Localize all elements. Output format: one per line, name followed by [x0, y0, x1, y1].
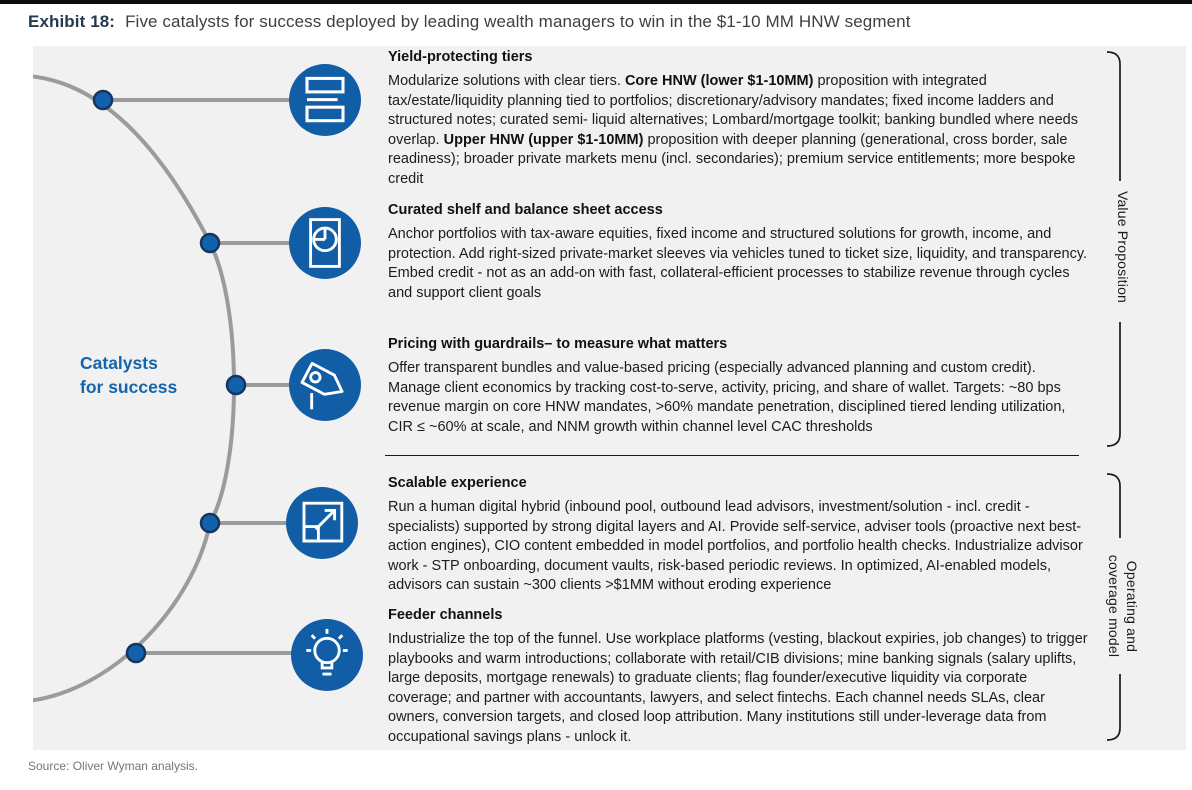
center-label: Catalysts for success [80, 351, 177, 399]
center-label-line: Catalysts [80, 353, 158, 373]
tiers-icon [289, 64, 361, 136]
group-label-line: coverage model [1106, 554, 1122, 658]
page-top-rule [0, 0, 1192, 4]
section-body: Run a human digital hybrid (inbound pool… [388, 499, 1083, 593]
catalyst-section-pricing-guardrails: Pricing with guardrails– to measure what… [388, 335, 1088, 437]
catalyst-curve [33, 74, 329, 703]
report-pie-chart-icon [289, 207, 361, 279]
section-body: Industrialize the top of the funnel. Use… [388, 631, 1088, 745]
section-body: Offer transparent bundles and value-base… [388, 360, 1066, 435]
catalyst-section-yield-protecting-tiers: Yield-protecting tiers Modularize soluti… [388, 48, 1088, 189]
group-label-line: Value Proposition [1115, 190, 1131, 304]
center-label-line: for success [80, 377, 178, 397]
source-note: Source: Oliver Wyman analysis. [28, 759, 198, 773]
group-label-value-proposition: Value Proposition [1114, 191, 1132, 303]
curve-node-dot [92, 89, 114, 111]
section-body: Modularize solutions with clear tiers. C… [388, 73, 1078, 187]
diagram-panel: Catalysts for success [33, 46, 1186, 750]
exhibit-title-text: Five catalysts for success deployed by l… [125, 12, 911, 31]
section-heading: Feeder channels [388, 607, 503, 623]
catalyst-section-curated-shelf: Curated shelf and balance sheet access A… [388, 201, 1088, 303]
section-heading: Yield-protecting tiers [388, 49, 533, 65]
group-label-operating-coverage: Operating and coverage model [1105, 555, 1141, 657]
lightbulb-icon [291, 619, 363, 691]
catalyst-section-feeder-channels: Feeder channels Industrialize the top of… [388, 606, 1088, 747]
curve-node-dot [225, 374, 247, 396]
catalyst-section-scalable-experience: Scalable experience Run a human digital … [388, 474, 1088, 596]
expand-icon [286, 487, 358, 559]
section-heading: Curated shelf and balance sheet access [388, 202, 663, 218]
exhibit-number-label: Exhibit 18: [28, 12, 116, 31]
exhibit-title: Exhibit 18: Five catalysts for success de… [28, 12, 911, 32]
price-tag-icon [289, 349, 361, 421]
section-heading: Scalable experience [388, 475, 527, 491]
section-body: Anchor portfolios with tax-aware equitie… [388, 226, 1088, 301]
operating-coverage-bracket [1106, 473, 1121, 741]
curve-node-dot [125, 642, 147, 664]
curve-node-dot [199, 512, 221, 534]
group-label-line: Operating and [1124, 560, 1140, 652]
section-heading: Pricing with guardrails– to measure what… [388, 336, 728, 352]
value-proposition-bracket [1106, 51, 1121, 447]
curve-node-dot [199, 232, 221, 254]
group-divider-line [385, 455, 1079, 456]
